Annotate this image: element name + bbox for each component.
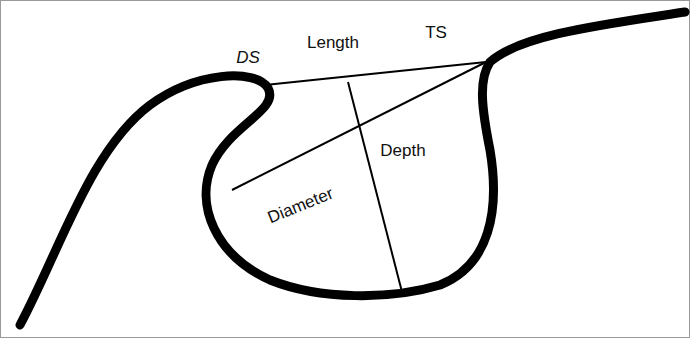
dimension-label: Depth bbox=[380, 142, 425, 159]
dimension-label: DS bbox=[236, 49, 260, 66]
dimension-label: Length bbox=[307, 34, 359, 51]
length-line bbox=[265, 62, 486, 85]
dimension-label: Diameter bbox=[265, 184, 335, 226]
river-channel bbox=[20, 12, 685, 325]
depth-line bbox=[348, 82, 402, 292]
dimension-label: TS bbox=[425, 24, 447, 41]
